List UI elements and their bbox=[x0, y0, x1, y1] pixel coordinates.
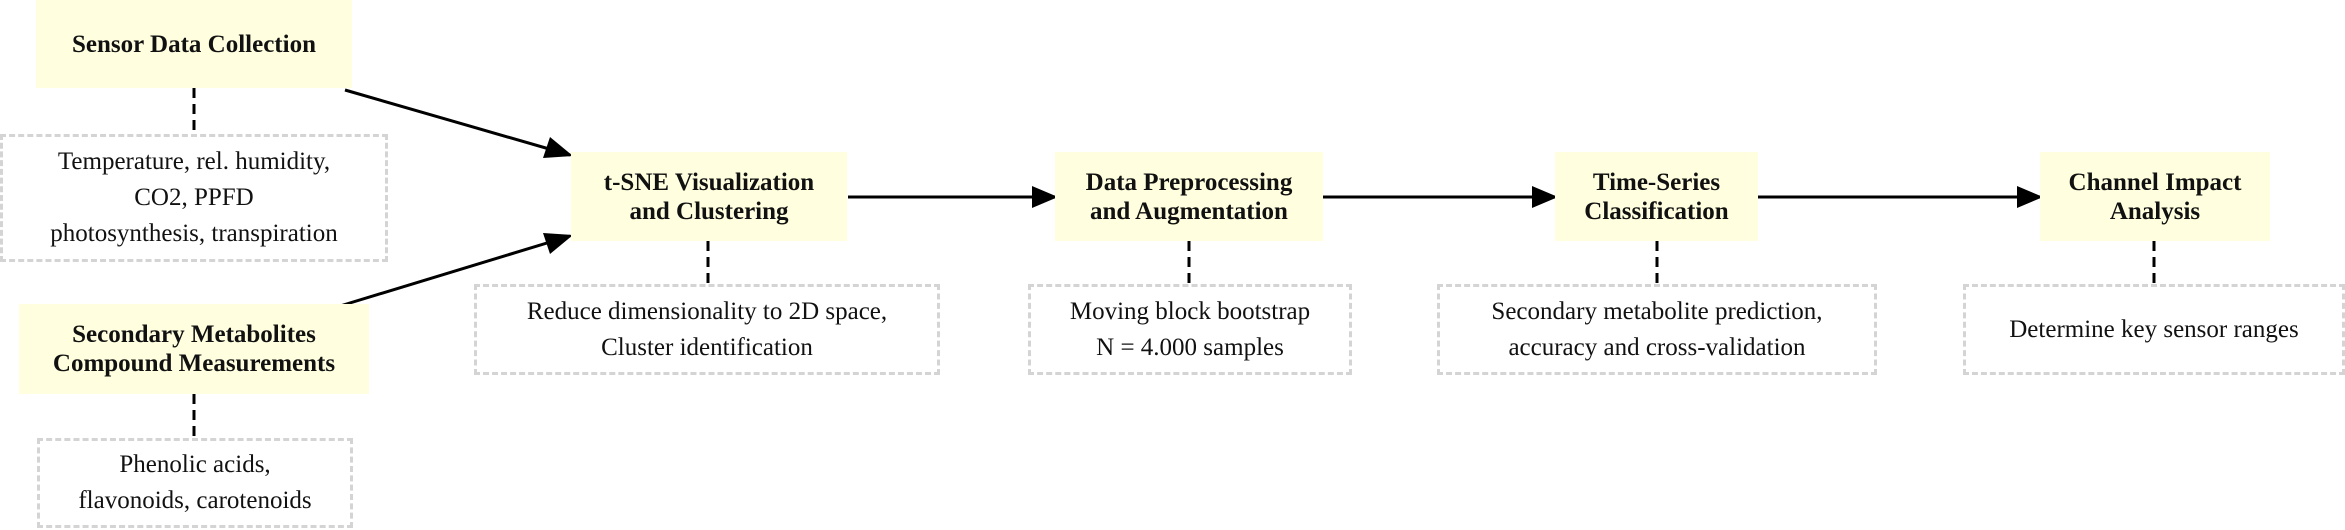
stage-time-series-classification: Time-Series Classification bbox=[1555, 152, 1758, 241]
note-preprocess-details: Moving block bootstrap N = 4.000 samples bbox=[1028, 284, 1352, 375]
note-sensor-variables: Temperature, rel. humidity, CO2, PPFD ph… bbox=[0, 134, 388, 262]
stage-data-preprocessing: Data Preprocessing and Augmentation bbox=[1055, 152, 1323, 241]
arrowhead-tsne-to-preprocess bbox=[1032, 186, 1058, 208]
note-tsne-details: Reduce dimensionality to 2D space, Clust… bbox=[474, 284, 940, 375]
arrowhead-preprocess-to-classify bbox=[1532, 186, 1558, 208]
stage-sensor-data-collection: Sensor Data Collection bbox=[36, 0, 352, 88]
arrow-sensor-to-tsne bbox=[344, 88, 571, 157]
stage-tsne-visualization: t-SNE Visualization and Clustering bbox=[571, 152, 847, 241]
stage-secondary-metabolites: Secondary Metabolites Compound Measureme… bbox=[19, 304, 369, 394]
note-impact-details: Determine key sensor ranges bbox=[1963, 284, 2345, 375]
arrow-metabolites-to-tsne bbox=[339, 234, 571, 308]
arrowhead-metabolites-to-tsne bbox=[543, 233, 573, 254]
arrowhead-classify-to-impact bbox=[2017, 186, 2043, 208]
note-metabolite-compounds: Phenolic acids, flavonoids, carotenoids bbox=[37, 438, 353, 528]
note-classify-details: Secondary metabolite prediction, accurac… bbox=[1437, 284, 1877, 375]
stage-channel-impact-analysis: Channel Impact Analysis bbox=[2040, 152, 2270, 241]
arrowhead-sensor-to-tsne bbox=[543, 137, 573, 158]
